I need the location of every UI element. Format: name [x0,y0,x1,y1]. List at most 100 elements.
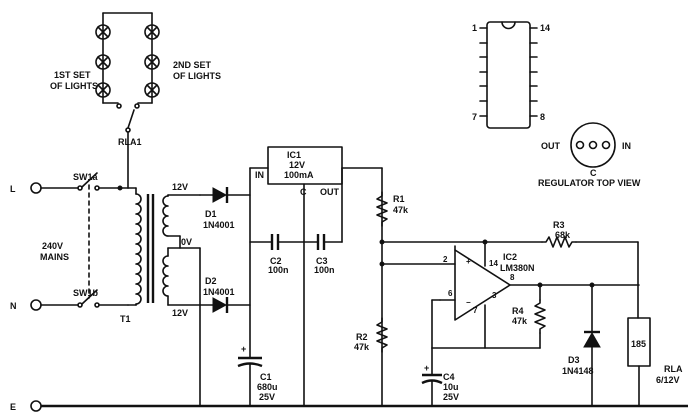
resistor-r2 [376,317,388,353]
opamp-minus-symbol: − [466,298,471,307]
lights-bank [95,12,160,191]
regulator-ic1 [249,146,383,407]
ic1-out: OUT [320,187,340,197]
capacitor-c2 [249,234,305,250]
sw1a-label: SW1a [73,172,99,182]
lights-set2-label: OF LIGHTS [173,71,221,81]
reg-c-label: C [590,168,597,178]
c4-voltage: 25V [443,392,459,402]
ic1-current: 100mA [284,170,314,180]
rla1-label: RLA1 [118,137,142,147]
v0-label: 0V [181,237,192,247]
ic2-name: IC2 [503,252,517,262]
d1-part: 1N4001 [203,220,235,230]
lights-set1-label: 1ST SET [54,70,91,80]
rla-name: RLA [664,364,683,374]
pin-14-label: 14 [489,259,498,268]
d1-name: D1 [205,209,217,219]
rla-voltage: 6/12V [656,375,680,385]
c3-name: C3 [316,256,328,266]
mains-input [30,172,688,412]
diode-d3 [583,284,601,407]
c2-name: C2 [270,256,282,266]
r1-value: 47k [393,205,409,215]
pin-8-label: 8 [510,273,515,282]
secondary-winding-upper [162,195,169,237]
terminal-n [30,299,42,311]
lamp-icon [144,24,160,98]
c2-value: 100n [268,265,289,275]
ic1-name: IC1 [287,150,301,160]
sw1a-lever [81,172,98,188]
opamp-ic2 [431,241,543,349]
capacitor-c4 [421,347,443,407]
regulator-top-view-icon [570,122,616,168]
capacitor-c1 [237,356,263,407]
relay-coil-rla [591,284,651,407]
t1-label: T1 [120,314,131,324]
r2-value: 47k [354,342,370,352]
opamp-plus-symbol: + [466,257,471,266]
d2-part: 1N4001 [203,287,235,297]
chip-pinout-icon [479,21,538,129]
c4-plus: + [424,363,429,373]
c1-voltage: 25V [259,392,275,402]
ic1-c: C [300,187,307,197]
diode-d2 [199,297,251,313]
terminal-e [30,400,42,412]
mains-label: 240V [42,241,63,251]
line-e-label: E [10,402,16,412]
pin-2-label: 2 [443,255,448,264]
r1-name: R1 [393,194,405,204]
c1-plus: + [241,344,246,354]
reg-in-label: IN [622,141,631,151]
diode-d1 [199,187,251,203]
lights-set2-label: 2ND SET [173,60,212,70]
d3-name: D3 [568,355,580,365]
c3-value: 100n [314,265,335,275]
mains-label: MAINS [40,252,69,262]
relay-coil-value: 185 [631,339,646,349]
pin-6-label: 6 [448,289,453,298]
capacitor-c3 [303,167,343,250]
secondary-winding-lower [162,255,169,297]
lights-set1-label: OF LIGHTS [50,81,98,91]
c1-value: 680u [257,382,278,392]
r4-name: R4 [512,306,524,316]
resistor-r4 [534,284,546,349]
ic2-part: LM380N [500,263,535,273]
d2-name: D2 [205,276,217,286]
pin-7-label: 7 [473,306,478,315]
chip-pin-8-label: 8 [540,112,545,122]
transformer-t1 [127,187,201,407]
chip-pin-1-label: 1 [472,23,477,33]
v12-top-label: 12V [172,182,188,192]
resistor-r3 [541,236,639,319]
v12-bot-label: 12V [172,308,188,318]
c4-value: 10u [443,382,459,392]
sw1b-label: SW1b [73,288,99,298]
d3-part: 1N4148 [562,366,594,376]
regulator-caption: REGULATOR TOP VIEW [538,178,641,188]
pin-3-label: 3 [492,291,497,300]
reg-out-label: OUT [541,141,561,151]
c4-name: C4 [443,372,455,382]
chip-pin-14-label: 14 [540,23,550,33]
resistor-r1 [376,191,388,227]
r3-name: R3 [553,220,565,230]
r2-name: R2 [356,332,368,342]
lamp-icon [95,24,111,98]
r3-value: 68k [555,230,571,240]
ic1-voltage: 12V [289,160,305,170]
relay-contact-arm [127,109,135,129]
ic1-in: IN [255,170,264,180]
r4-value: 47k [512,316,528,326]
line-l-label: L [10,184,16,194]
line-n-label: N [10,301,17,311]
primary-winding [135,193,142,305]
terminal-l [30,182,42,194]
chip-pin-7-label: 7 [472,112,477,122]
c1-name: C1 [260,372,272,382]
